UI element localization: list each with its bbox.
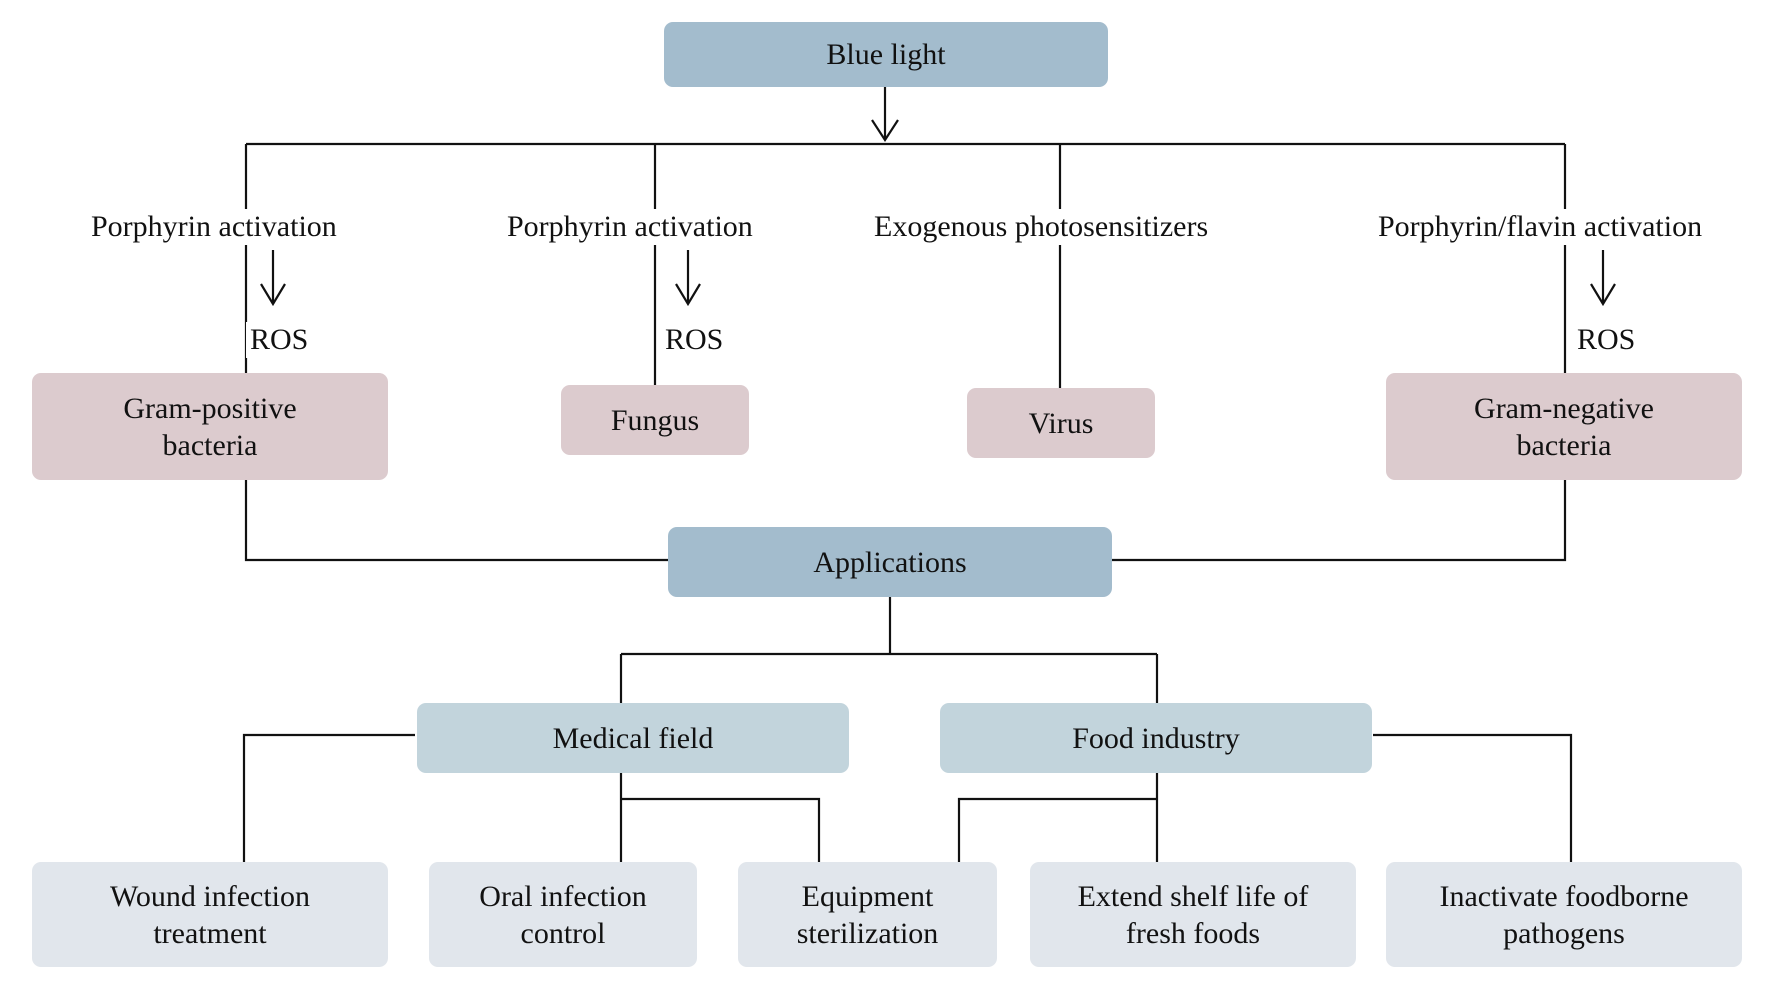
organism-gram-negative: Gram-negative bacteria: [1386, 373, 1742, 480]
applications-label: Applications: [813, 545, 967, 579]
product-label-4: ROS: [1573, 322, 1640, 358]
mechanism-label-2: Porphyrin activation: [503, 209, 757, 245]
applications-node: Applications: [668, 527, 1112, 597]
use-shelf-life: Extend shelf life of fresh foods: [1030, 862, 1356, 967]
organism-fungus: Fungus: [561, 385, 749, 455]
use-oral-infection: Oral infection control: [429, 862, 697, 967]
mechanism-label-1: Porphyrin activation: [87, 209, 341, 245]
field-food-industry: Food industry: [940, 703, 1372, 773]
organism-label-3: Virus: [1028, 406, 1094, 440]
mechanism-label-4: Porphyrin/flavin activation: [1374, 209, 1707, 245]
product-label-2: ROS: [661, 322, 728, 358]
ros-arrow-1: [260, 283, 286, 307]
organism-gram-positive: Gram-positive bacteria: [32, 373, 388, 480]
ros-arrow-2: [675, 283, 701, 307]
use-equipment-sterilization: Equipment sterilization: [738, 862, 997, 967]
field-medical: Medical field: [417, 703, 849, 773]
ros-arrow-4: [1590, 283, 1616, 307]
use-label-3: Equipment sterilization: [796, 879, 939, 950]
organism-label-4: Gram-negative bacteria: [1474, 391, 1654, 462]
use-wound-infection: Wound infection treatment: [32, 862, 388, 967]
use-label-1: Wound infection treatment: [109, 879, 311, 950]
field-label-food: Food industry: [1072, 721, 1240, 755]
root-arrow: [871, 119, 899, 143]
use-label-2: Oral infection control: [479, 879, 647, 950]
use-label-5: Inactivate foodborne pathogens: [1439, 879, 1689, 950]
field-label-medical: Medical field: [552, 721, 714, 755]
use-label-4: Extend shelf life of fresh foods: [1077, 879, 1309, 950]
root-node: Blue light: [664, 22, 1108, 87]
organism-virus: Virus: [967, 388, 1155, 458]
mechanism-label-3: Exogenous photosensitizers: [870, 209, 1213, 245]
organism-label-2: Fungus: [610, 403, 700, 437]
use-foodborne-pathogens: Inactivate foodborne pathogens: [1386, 862, 1742, 967]
product-label-1: ROS: [246, 322, 313, 358]
root-label: Blue light: [826, 38, 946, 71]
organism-label-1: Gram-positive bacteria: [123, 391, 297, 462]
